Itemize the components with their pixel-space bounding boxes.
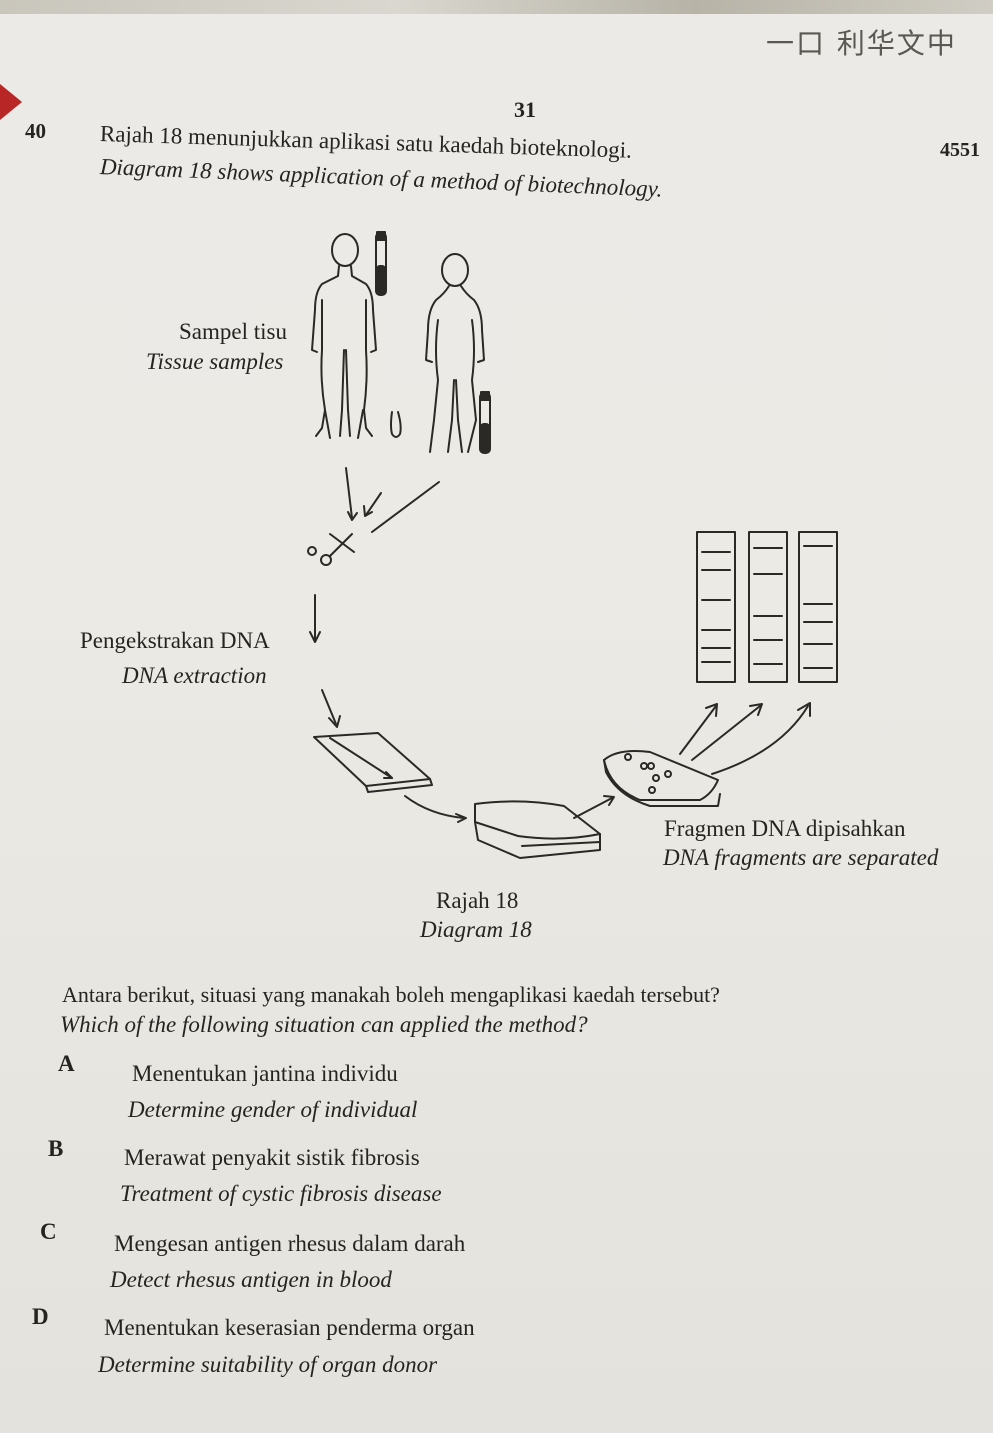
option-b-text-english[interactable]: Treatment of cystic fibrosis disease [120,1181,442,1206]
dna-gel-strip-illustration [696,531,736,683]
page-number: 31 [514,97,536,122]
scissors-icon [307,533,355,566]
dna-gel-wells-illustration [603,750,721,807]
question-prompt-malay: Antara berikut, situasi yang manakah bol… [62,982,720,1007]
gel-plate-illustration [313,732,433,793]
paper-code: 4551 [940,139,980,161]
test-tube-icon [479,391,491,454]
dna-fragments-label-english: DNA fragments are separated [663,845,939,870]
option-b-text-malay[interactable]: Merawat penyakit sistik fibrosis [124,1145,420,1170]
question-prompt-english: Which of the following situation can app… [60,1012,588,1037]
option-c-letter[interactable]: C [40,1219,57,1244]
dna-extraction-label-english: DNA extraction [122,663,267,688]
red-page-tab [0,84,22,120]
diagram-caption-malay: Rajah 18 [436,888,519,913]
dna-extraction-label-malay: Pengekstrakan DNA [80,628,270,653]
male-figure-illustration [311,233,377,439]
option-a-text-english[interactable]: Determine gender of individual [128,1097,418,1122]
electrophoresis-tank-illustration [474,800,601,859]
option-c-text-english[interactable]: Detect rhesus antigen in blood [110,1267,392,1292]
option-d-letter[interactable]: D [32,1304,49,1329]
option-a-text-malay[interactable]: Menentukan jantina individu [132,1061,398,1086]
dna-gel-strip-illustration [748,531,788,683]
page-edge-shadow [0,0,993,14]
header-stamp: 一口 利华文中 [766,27,957,60]
tissue-samples-label-malay: Sampel tisu [179,319,287,344]
blood-droplet-icon [390,411,402,438]
option-a-letter[interactable]: A [58,1051,75,1076]
tissue-samples-label-english: Tissue samples [146,349,284,374]
test-tube-icon [375,231,387,296]
diagram-caption-english: Diagram 18 [420,917,532,942]
dna-fragments-label-malay: Fragmen DNA dipisahkan [664,816,906,841]
question-number: 40 [25,119,46,143]
dna-gel-strip-illustration [798,531,838,683]
option-d-text-english[interactable]: Determine suitability of organ donor [98,1352,438,1377]
female-figure-illustration [425,253,485,453]
option-d-text-malay[interactable]: Menentukan keserasian penderma organ [104,1315,475,1340]
option-c-text-malay[interactable]: Mengesan antigen rhesus dalam darah [114,1231,466,1256]
option-b-letter[interactable]: B [48,1136,64,1161]
